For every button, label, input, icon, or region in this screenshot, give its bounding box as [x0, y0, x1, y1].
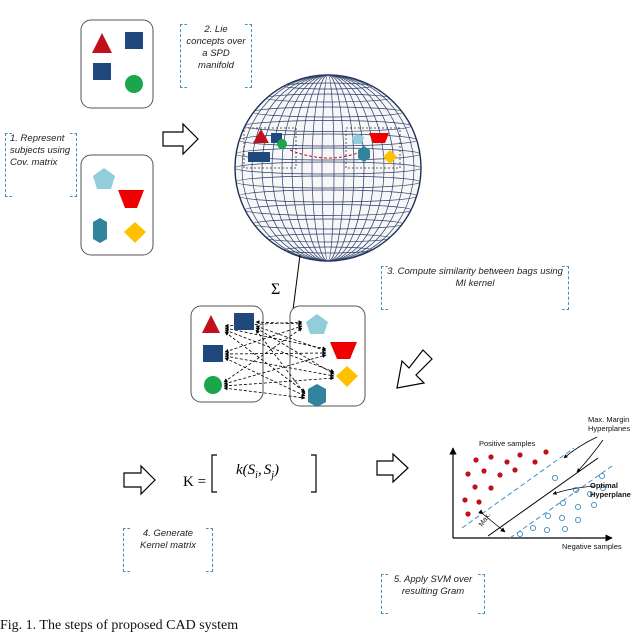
- kernel-close-paren: ): [273, 462, 279, 478]
- navy-square-icon: [125, 32, 143, 49]
- green-circle-icon: [125, 75, 143, 93]
- navy-square-icon: [93, 63, 111, 80]
- bag-comparison: [190, 305, 366, 407]
- kernel-k-label: K =: [183, 474, 206, 490]
- red-trapezoid-icon: [330, 342, 357, 359]
- max-margin-label: Max. Margin Hyperplanes: [588, 415, 631, 433]
- kernel-subscript-i: i: [255, 470, 258, 481]
- kernel-s-symbol-2: S: [264, 462, 272, 478]
- navy-square-icon: [203, 345, 223, 362]
- navy-square-icon: [234, 313, 254, 330]
- red-trapezoid-icon: [118, 190, 144, 208]
- subject-group-bottom: [80, 154, 154, 256]
- step-4-note: 4. Generate Kernel matrix: [123, 528, 213, 572]
- kernel-open-paren: (: [243, 462, 249, 478]
- kernel-matrix: K = k(Si,Sj): [183, 454, 317, 493]
- optimal-hyperplane-label: Optimal Hyperplane: [590, 481, 631, 499]
- sigma-symbol: Σ: [271, 281, 280, 298]
- margin-hyperplane-lower: [509, 465, 613, 539]
- step-3-note: 3. Compute similarity between bags using…: [381, 266, 569, 310]
- svm-chart: Positive samples Negative samples Max. M…: [449, 415, 631, 551]
- step-3-text: 3. Compute similarity between bags using…: [387, 266, 563, 289]
- sigma-connector-line: [291, 254, 301, 319]
- margin-width-arrow: [478, 509, 506, 533]
- red-triangle-icon: [92, 33, 112, 53]
- step-4-text: 4. Generate Kernel matrix: [140, 528, 196, 551]
- step-2-note: 2. Lie concepts over a SPD manifold: [180, 24, 252, 88]
- right-bracket: [311, 454, 317, 493]
- teal-hexagon-icon: [93, 218, 107, 243]
- positive-samples: [462, 449, 549, 517]
- step-1-note: 1. Represent subjects using Cov. matrix: [5, 133, 77, 197]
- kernel-subscript-j: j: [269, 470, 274, 481]
- subject-group-top: [80, 19, 154, 109]
- step-5-text: 5. Apply SVM over resulting Gram: [393, 574, 473, 597]
- svg-text:k(Si,Sj): k(Si,Sj): [236, 462, 279, 481]
- negative-samples-label: Negative samples: [562, 542, 622, 551]
- spd-manifold-globe: [234, 74, 422, 262]
- margin-hyperplane-upper: [461, 447, 575, 529]
- kernel-comma: ,: [258, 462, 262, 478]
- red-triangle-icon: [202, 315, 220, 333]
- positive-samples-label: Positive samples: [479, 439, 536, 448]
- figure-caption: Fig. 1. The steps of proposed CAD system: [0, 618, 239, 633]
- kernel-function-symbol: k: [236, 462, 243, 478]
- left-bracket: [211, 454, 217, 493]
- light-blue-pentagon-icon: [93, 168, 115, 189]
- step-1-text: 1. Represent subjects using Cov. matrix: [10, 133, 71, 168]
- step-2-text: 2. Lie concepts over a SPD manifold: [186, 24, 246, 71]
- kernel-s-symbol: S: [248, 462, 256, 478]
- block-arrow-down-left: [396, 349, 433, 389]
- block-arrow-right-3: [376, 452, 409, 484]
- green-circle-icon: [204, 376, 222, 394]
- light-blue-pentagon-icon: [306, 314, 328, 334]
- block-arrow-right-2: [123, 464, 156, 496]
- yellow-diamond-icon: [124, 222, 146, 243]
- negative-samples: [516, 472, 607, 538]
- teal-hexagon-icon: [308, 384, 326, 407]
- block-arrow-right-1: [162, 122, 199, 156]
- yellow-diamond-icon: [336, 366, 358, 387]
- step-5-note: 5. Apply SVM over resulting Gram: [381, 574, 485, 614]
